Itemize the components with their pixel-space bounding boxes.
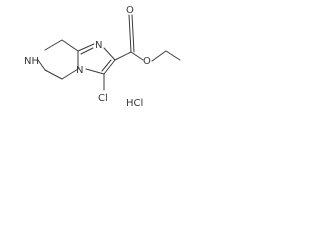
bond-ch2-ch3 — [165, 50, 181, 61]
bond-c8a-n1 — [77, 43, 95, 52]
bond-c6-nh — [37, 59, 46, 71]
bond-c5-c6 — [44, 69, 63, 80]
bond-c2-ccarbonyl — [114, 51, 132, 61]
atom-n-imidazole: N — [95, 40, 102, 51]
bond-oester-ch2 — [151, 50, 167, 62]
bond-n1-c2 — [103, 47, 116, 61]
bond-co-double-b — [131, 14, 135, 53]
bonds — [37, 14, 181, 91]
bond-c8-c8a — [61, 39, 79, 52]
atom-o-carbonyl: O — [126, 5, 134, 16]
bond-nh-c8 — [44, 39, 63, 51]
salt-label: HCl — [126, 98, 143, 109]
bond-c8a-n1-double — [80, 47, 94, 55]
atom-nh: NH — [24, 56, 39, 67]
atom-o-ester: O — [143, 56, 151, 67]
bond-c-oester — [130, 51, 144, 61]
atom-cl: Cl — [98, 93, 108, 104]
bond-c2-c3-double — [101, 59, 112, 72]
bond-c3-n4 — [85, 68, 105, 75]
bond-c2-c3 — [103, 59, 116, 75]
structure-diagram: NH N N O O Cl HCl — [24, 5, 181, 109]
bond-n4-c5 — [61, 68, 79, 80]
atom-n-bridge: N — [76, 65, 83, 76]
bond-co-double-a — [128, 14, 132, 53]
atom-labels: NH N N O O Cl — [24, 5, 151, 104]
